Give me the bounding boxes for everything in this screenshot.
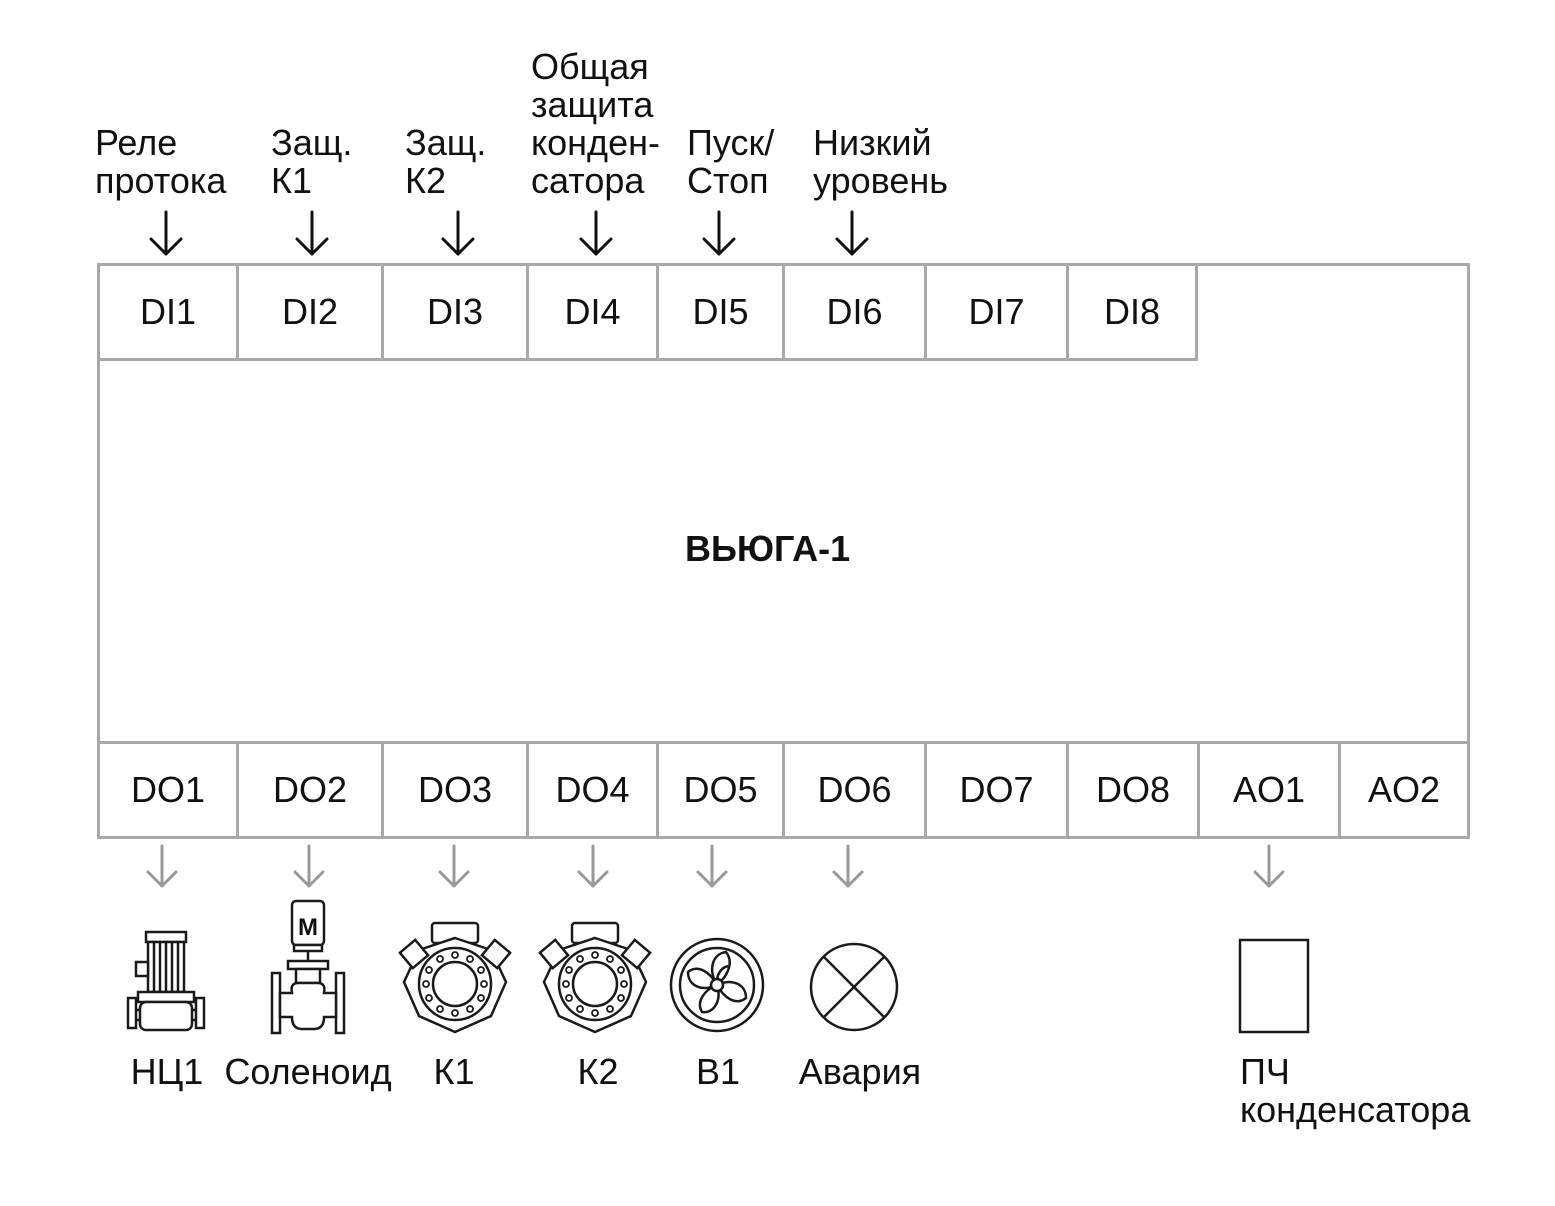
input-label-di3: Защ. К2 — [405, 122, 487, 201]
arrow-down-icon — [295, 210, 329, 256]
arrow-down-icon — [149, 210, 183, 256]
arrow-down-icon — [441, 210, 475, 256]
device-label-do2: Соленоид — [224, 1051, 392, 1092]
port-di2: DI2 — [236, 263, 384, 361]
output-arrows — [146, 844, 1285, 888]
arrow-down-icon — [579, 210, 613, 256]
arrow-down-icon — [1253, 844, 1285, 888]
frequency-converter-icon — [1238, 938, 1310, 1034]
port-do7: DO7 — [924, 741, 1069, 839]
arrow-down-icon — [577, 844, 609, 888]
arrow-down-icon — [146, 844, 178, 888]
arrow-down-icon — [832, 844, 864, 888]
port-ao1: AO1 — [1197, 741, 1341, 839]
fan-icon — [669, 937, 765, 1033]
port-di7: DI7 — [924, 263, 1069, 361]
device-label-do3: К1 — [433, 1051, 475, 1092]
port-di4: DI4 — [526, 263, 659, 361]
device-label-do5: В1 — [695, 1051, 741, 1092]
port-do4: DO4 — [526, 741, 659, 839]
solenoid-valve-icon: M — [270, 899, 346, 1035]
port-di3: DI3 — [381, 263, 529, 361]
device-label-do1: НЦ1 — [130, 1051, 204, 1092]
input-arrows — [149, 210, 869, 256]
pump-icon — [126, 930, 206, 1032]
controller-title: ВЬЮГА-1 — [685, 528, 851, 569]
input-label-di1: Реле протока — [95, 122, 227, 201]
input-label-di4: Общая защита конден- сатора — [531, 46, 660, 201]
device-label-do6: Авария — [798, 1051, 922, 1092]
port-do3: DO3 — [381, 741, 529, 839]
arrow-down-icon — [293, 844, 325, 888]
port-ao2: AO2 — [1338, 741, 1470, 839]
port-di5: DI5 — [656, 263, 785, 361]
input-label-di2: Защ. К1 — [271, 122, 353, 201]
port-di1: DI1 — [97, 263, 239, 361]
compressor-icon — [538, 921, 652, 1034]
arrow-down-icon — [702, 210, 736, 256]
port-do1: DO1 — [97, 741, 239, 839]
input-label-di5: Пуск/ Стоп — [687, 122, 775, 201]
arrow-down-icon — [835, 210, 869, 256]
alarm-lamp-icon — [809, 942, 899, 1032]
port-do6: DO6 — [782, 741, 927, 839]
compressor-icon — [398, 921, 512, 1034]
port-di8: DI8 — [1066, 263, 1198, 361]
port-di6: DI6 — [782, 263, 927, 361]
arrow-down-icon — [696, 844, 728, 888]
port-do8: DO8 — [1066, 741, 1200, 839]
motor-label: M — [298, 914, 318, 941]
device-label-do4: К2 — [577, 1051, 619, 1092]
port-do2: DO2 — [236, 741, 384, 839]
arrow-down-icon — [438, 844, 470, 888]
input-label-di6: Низкий уровень — [813, 122, 949, 201]
port-do5: DO5 — [656, 741, 785, 839]
device-label-ao1: ПЧ конденсатора — [1240, 1051, 1471, 1130]
